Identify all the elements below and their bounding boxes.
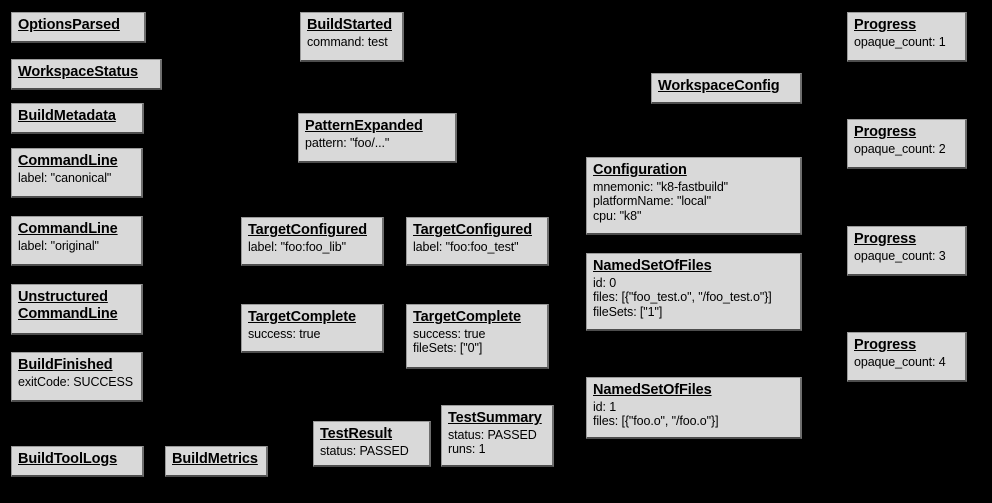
event-node-fields: opaque_count: 2 bbox=[854, 142, 959, 157]
event-node-title: TargetConfigured bbox=[413, 222, 532, 238]
event-node-fields: exitCode: SUCCESS bbox=[18, 375, 135, 390]
event-node-field: files: [{"foo.o", "/foo.o"}] bbox=[593, 414, 719, 429]
event-node-fields: status: PASSED bbox=[320, 444, 423, 459]
event-node-fields: command: test bbox=[307, 35, 396, 50]
event-node-title: Progress bbox=[854, 337, 917, 353]
event-node-field: label: "original" bbox=[18, 238, 99, 253]
event-node-title: Progress bbox=[854, 17, 917, 33]
event-node-field: success: true bbox=[413, 326, 486, 341]
event-node-title: TargetConfigured bbox=[248, 222, 367, 238]
event-node-title: TargetComplete bbox=[248, 309, 356, 325]
event-node-field: platformName: "local" bbox=[593, 194, 711, 209]
event-node-field: opaque_count: 1 bbox=[854, 34, 946, 49]
event-node-title: BuildMetadata bbox=[18, 108, 116, 124]
event-node-field: runs: 1 bbox=[448, 442, 486, 457]
event-node-title: PatternExpanded bbox=[305, 118, 423, 134]
event-node-title: CommandLine bbox=[18, 153, 118, 169]
event-node-fields: opaque_count: 1 bbox=[854, 35, 959, 50]
event-node-field: status: PASSED bbox=[448, 427, 537, 442]
event-node-build-metrics[interactable]: BuildMetrics bbox=[165, 446, 268, 477]
event-node-fields: mnemonic: "k8-fastbuild"platformName: "l… bbox=[593, 180, 794, 224]
event-node-field: command: test bbox=[307, 34, 388, 49]
event-node-field: id: 1 bbox=[593, 399, 617, 414]
event-node-title: Progress bbox=[854, 231, 917, 247]
event-node-field: opaque_count: 4 bbox=[854, 354, 946, 369]
event-node-unstructured-command-line[interactable]: Unstructured CommandLine bbox=[11, 284, 143, 335]
event-node-field: cpu: "k8" bbox=[593, 208, 642, 223]
event-node-workspace-config[interactable]: WorkspaceConfig bbox=[651, 73, 802, 104]
event-node-title: WorkspaceStatus bbox=[18, 64, 138, 80]
event-node-workspace-status[interactable]: WorkspaceStatus bbox=[11, 59, 162, 90]
event-node-field: id: 0 bbox=[593, 275, 617, 290]
event-node-title: TestSummary bbox=[448, 410, 542, 426]
event-node-fields: label: "foo:foo_lib" bbox=[248, 240, 376, 255]
event-node-fields: pattern: "foo/..." bbox=[305, 136, 449, 151]
event-node-fields: opaque_count: 4 bbox=[854, 355, 959, 370]
event-node-fields: label: "original" bbox=[18, 239, 135, 254]
event-node-title: Configuration bbox=[593, 162, 687, 178]
event-node-title: TargetComplete bbox=[413, 309, 521, 325]
event-node-title: NamedSetOfFiles bbox=[593, 382, 712, 398]
event-node-field: mnemonic: "k8-fastbuild" bbox=[593, 179, 729, 194]
event-node-field: opaque_count: 2 bbox=[854, 141, 946, 156]
event-node-title: BuildFinished bbox=[18, 357, 113, 373]
event-node-title: BuildMetrics bbox=[172, 451, 258, 467]
event-node-title: Unstructured CommandLine bbox=[18, 289, 118, 322]
event-node-field: exitCode: SUCCESS bbox=[18, 374, 134, 389]
event-node-title: Progress bbox=[854, 124, 917, 140]
event-node-field: opaque_count: 3 bbox=[854, 248, 946, 263]
event-node-field: fileSets: ["0"] bbox=[413, 341, 483, 356]
event-node-title: CommandLine bbox=[18, 221, 118, 237]
event-node-title: WorkspaceConfig bbox=[658, 78, 780, 94]
event-node-title: BuildStarted bbox=[307, 17, 393, 33]
event-node-field: label: "canonical" bbox=[18, 170, 112, 185]
event-node-build-tool-logs[interactable]: BuildToolLogs bbox=[11, 446, 144, 477]
event-node-field: success: true bbox=[248, 326, 321, 341]
event-node-field: pattern: "foo/..." bbox=[305, 135, 390, 150]
event-node-title: BuildToolLogs bbox=[18, 451, 118, 467]
event-node-fields: opaque_count: 3 bbox=[854, 249, 959, 264]
event-node-title: NamedSetOfFiles bbox=[593, 258, 712, 274]
event-node-fields: label: "canonical" bbox=[18, 171, 135, 186]
event-node-fields: success: true bbox=[248, 327, 376, 342]
event-node-field: fileSets: ["1"] bbox=[593, 304, 663, 319]
event-node-field: label: "foo:foo_lib" bbox=[248, 239, 346, 254]
event-node-field: label: "foo:foo_test" bbox=[413, 239, 519, 254]
event-node-build-metadata[interactable]: BuildMetadata bbox=[11, 103, 144, 134]
event-node-field: files: [{"foo_test.o", "/foo_test.o"}] bbox=[593, 290, 772, 305]
event-node-fields: label: "foo:foo_test" bbox=[413, 240, 541, 255]
event-node-title: TestResult bbox=[320, 426, 393, 442]
event-node-field: status: PASSED bbox=[320, 443, 409, 458]
event-node-title: OptionsParsed bbox=[18, 17, 120, 33]
event-node-options-parsed[interactable]: OptionsParsed bbox=[11, 12, 146, 43]
